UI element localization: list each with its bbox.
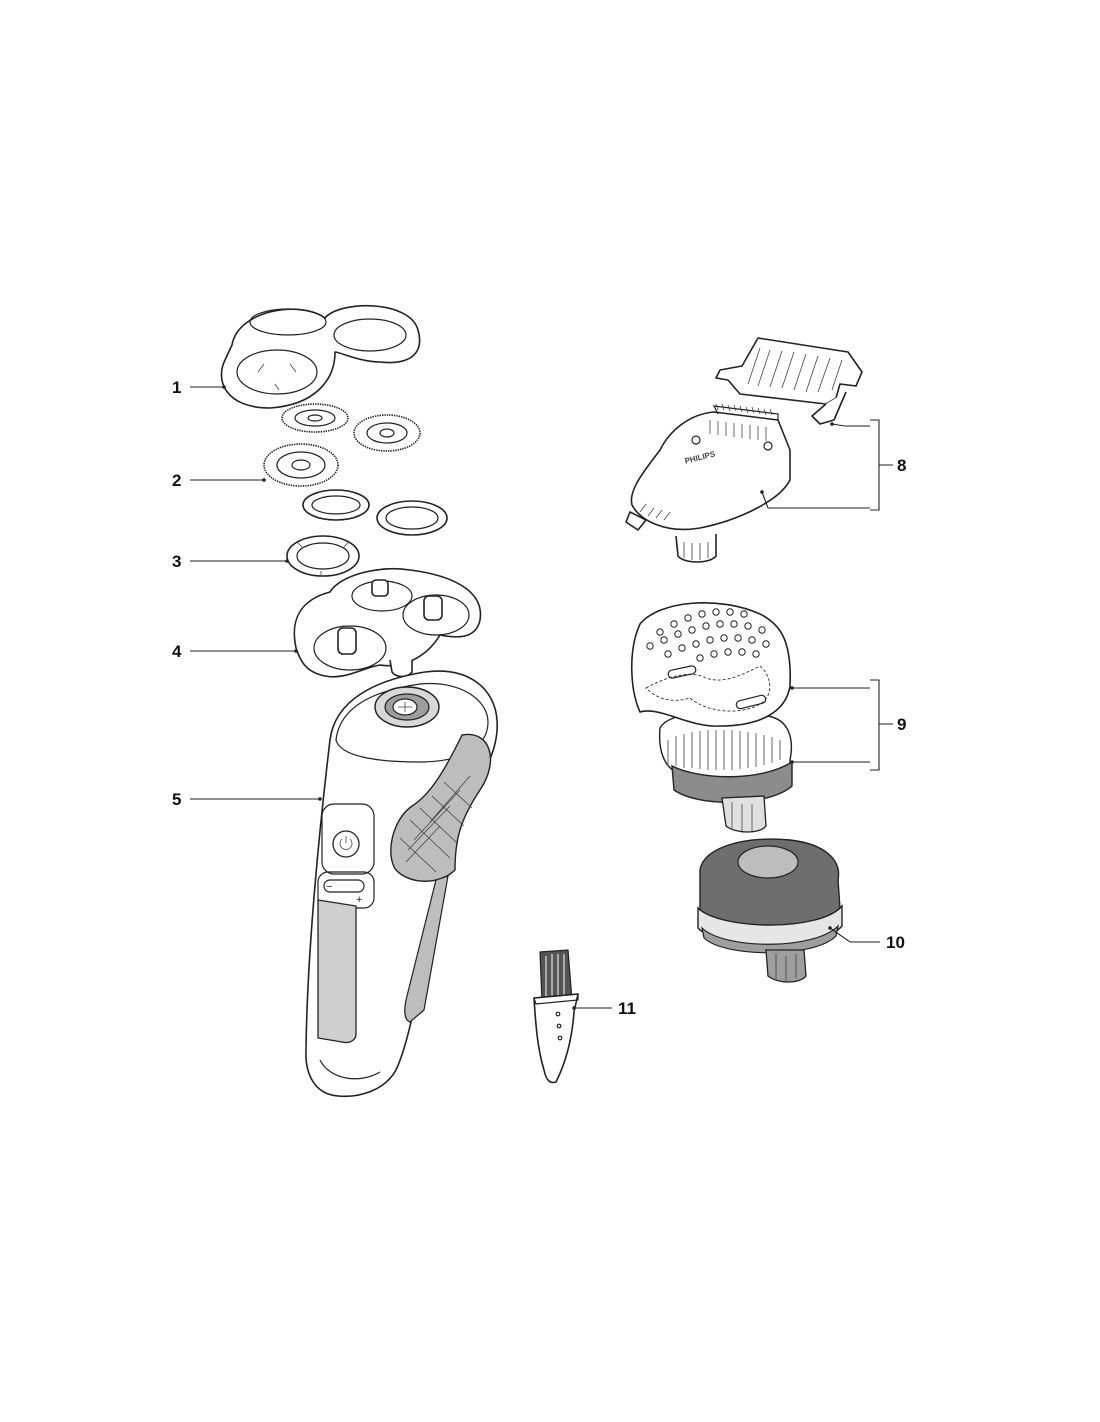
callout-4: 4 <box>172 642 182 661</box>
minus-icon: − <box>326 881 332 893</box>
power-icon <box>332 830 360 858</box>
callout-5: 5 <box>172 790 181 809</box>
part-1-shaving-frame <box>220 304 421 409</box>
part-3-retaining-rings <box>286 489 448 577</box>
leader-lines <box>190 385 893 1010</box>
part-5-shaver-handle: − + <box>305 670 498 1098</box>
speed-slider <box>323 879 365 893</box>
part-8-trimmer-attachment: PHILIPS <box>625 337 863 563</box>
callout-labels: 1 2 3 4 5 8 9 10 11 <box>172 378 906 1018</box>
part-11-cleaning-brush <box>533 949 579 1084</box>
part-10-attachment-base <box>697 838 843 983</box>
rubber-grip <box>390 733 492 882</box>
part-2-shaving-heads <box>263 403 421 487</box>
callout-8: 8 <box>897 456 906 475</box>
callout-10: 10 <box>886 933 905 952</box>
callout-3: 3 <box>172 552 181 571</box>
part-4-shaving-holder <box>293 567 482 678</box>
part-9-cleansing-brush <box>630 602 793 833</box>
callout-1: 1 <box>172 378 181 397</box>
callout-9: 9 <box>897 715 906 734</box>
plus-icon: + <box>356 894 362 906</box>
callout-2: 2 <box>172 471 181 490</box>
callout-11: 11 <box>618 999 636 1018</box>
